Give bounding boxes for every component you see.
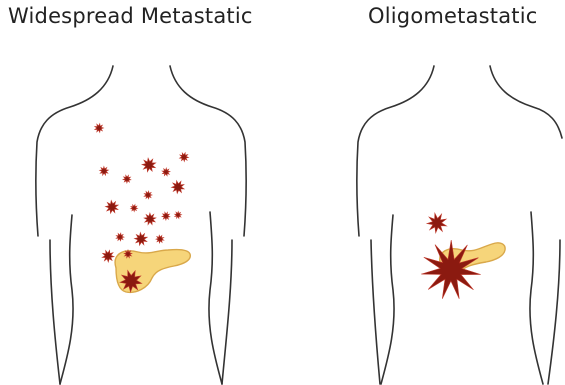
tumor-icon: [95, 124, 104, 133]
tumor-icon: [131, 205, 138, 212]
tumor-icon: [106, 201, 119, 214]
tumor-icon: [421, 240, 480, 299]
tumor-icon: [135, 233, 148, 246]
tumor-icon: [156, 235, 164, 243]
torso-outline-left: [36, 66, 246, 384]
tumor-icon: [102, 250, 114, 262]
tumor-icon: [144, 191, 152, 199]
widespread-metastatic-panel: [36, 66, 246, 384]
tumor-icon: [180, 153, 189, 162]
tumor-icon: [100, 167, 109, 176]
tumor-icon: [175, 212, 182, 219]
tumor-icon: [162, 212, 170, 220]
oligometastatic-panel: [357, 66, 562, 384]
tumor-icon: [162, 168, 170, 176]
tumor-icon: [142, 158, 156, 172]
tumor-icon: [427, 213, 447, 233]
tumor-icon: [116, 233, 124, 241]
torso-outline-right: [357, 66, 562, 384]
tumor-icon: [172, 181, 185, 194]
tumor-icon: [144, 213, 156, 225]
tumor-icon: [123, 175, 131, 183]
